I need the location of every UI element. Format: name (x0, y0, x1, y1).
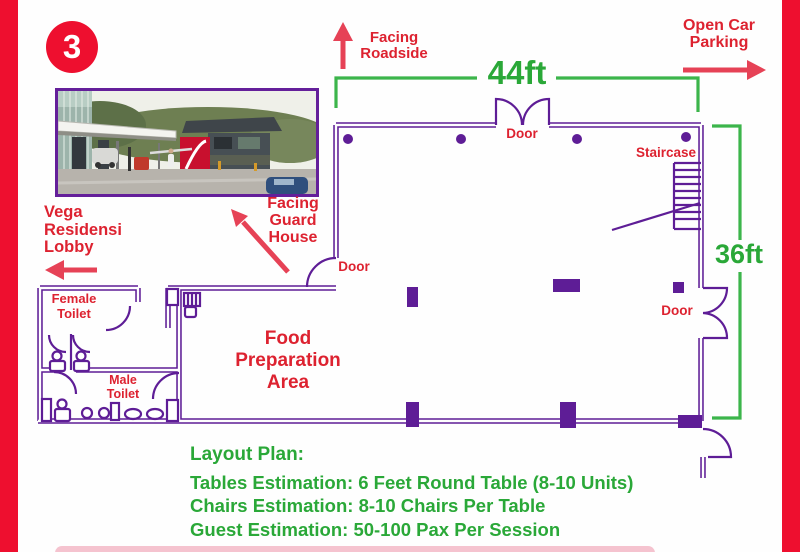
step-number-badge: 3 (46, 21, 98, 73)
red-frame-left (0, 0, 18, 552)
guard-house-photo (55, 88, 319, 197)
open-car-parking-label: Open Car Parking (682, 17, 755, 52)
door-right-label: Door (661, 303, 693, 318)
door-left-label: Door (338, 259, 370, 274)
food-preparation-area-label: Food Preparation Area (235, 328, 341, 393)
guard-house-photo-art (58, 91, 316, 194)
male-toilet-label: Male Toilet (106, 373, 140, 402)
staircase-label: Staircase (635, 145, 697, 160)
layout-plan-heading: Layout Plan: (190, 444, 305, 465)
staircase-symbol (611, 161, 701, 232)
next-card-peek (55, 546, 655, 552)
facing-roadside-label: Facing Roadside (360, 29, 428, 63)
width-dimension-label: 44ft (487, 54, 547, 91)
door-top-label: Door (506, 126, 538, 141)
facing-guard-house-label: Facing Guard House (267, 195, 319, 247)
pillar-columns (343, 132, 702, 428)
chairs-estimation-line: Chairs Estimation: 8-10 Chairs Per Table (190, 495, 546, 517)
female-toilet-label: Female Toilet (51, 291, 97, 321)
toilet-fixtures (40, 305, 180, 423)
sink-fixture (165, 287, 202, 319)
guest-estimation-line: Guest Estimation: 50-100 Pax Per Session (190, 518, 561, 540)
layout-plan-notes: Layout Plan: Tables Estimation: 6 Feet R… (190, 444, 633, 541)
red-frame-right (782, 0, 800, 552)
tables-estimation-line: Tables Estimation: 6 Feet Round Table (8… (190, 472, 634, 493)
vega-residensi-lobby-label: Vega Residensi Lobby (44, 203, 122, 257)
height-dimension-label: 36ft (707, 241, 771, 268)
